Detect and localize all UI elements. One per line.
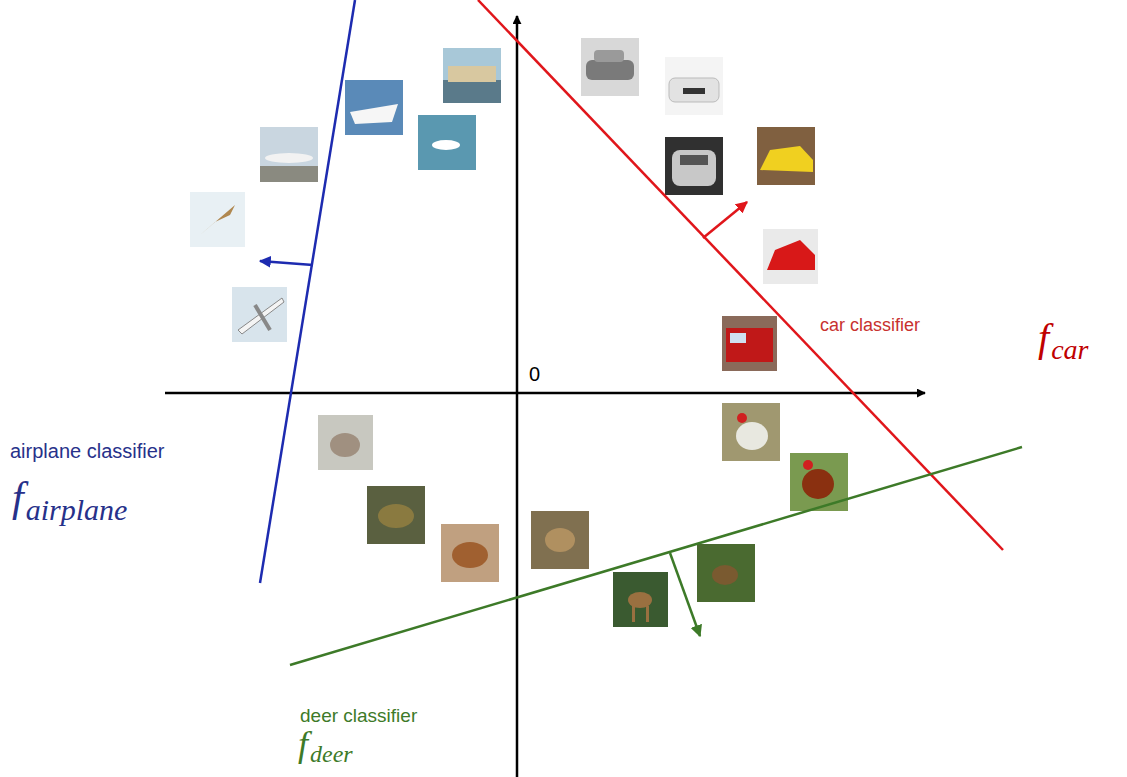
- function-symbol: f: [298, 726, 308, 762]
- airplane-image: [260, 127, 318, 182]
- car-image: [757, 127, 815, 185]
- truck-image: [722, 316, 777, 371]
- y-axis: [516, 16, 519, 777]
- classifier-label: airplane classifier: [10, 441, 165, 461]
- boat-image: [345, 80, 403, 135]
- car-decision-line: [478, 0, 1003, 550]
- normal-arrow: [670, 553, 700, 636]
- airplane-decision-line: [260, 0, 355, 583]
- bird-image: [531, 511, 589, 569]
- origin-label: 0: [529, 364, 540, 384]
- function-subscript: deer: [310, 742, 353, 766]
- frog-image: [367, 486, 425, 544]
- ship-image: [443, 48, 501, 103]
- x-axis: [165, 392, 925, 395]
- airplane-image: [232, 287, 287, 342]
- deer-decision-line: [290, 447, 1022, 665]
- classifier-label: car classifier: [820, 316, 920, 334]
- function-symbol: f: [1038, 318, 1049, 358]
- deer-image: [697, 544, 755, 602]
- deer-image: [613, 572, 668, 627]
- normal-arrow: [260, 261, 313, 265]
- boat-image: [418, 115, 476, 170]
- car-image: [665, 57, 723, 115]
- image-thumbnails: [190, 38, 848, 627]
- classifier-label: deer classifier: [300, 706, 417, 725]
- car-image: [763, 229, 818, 284]
- function-symbol: f: [12, 476, 24, 518]
- airplane-image: [190, 192, 245, 247]
- car-image: [665, 137, 723, 195]
- bird-image: [722, 403, 780, 461]
- cat-image: [318, 415, 373, 470]
- frog-image: [441, 524, 499, 582]
- function-subscript: airplane: [26, 495, 128, 525]
- normal-arrow: [703, 202, 747, 238]
- car-image: [581, 38, 639, 96]
- function-subscript: car: [1051, 336, 1088, 364]
